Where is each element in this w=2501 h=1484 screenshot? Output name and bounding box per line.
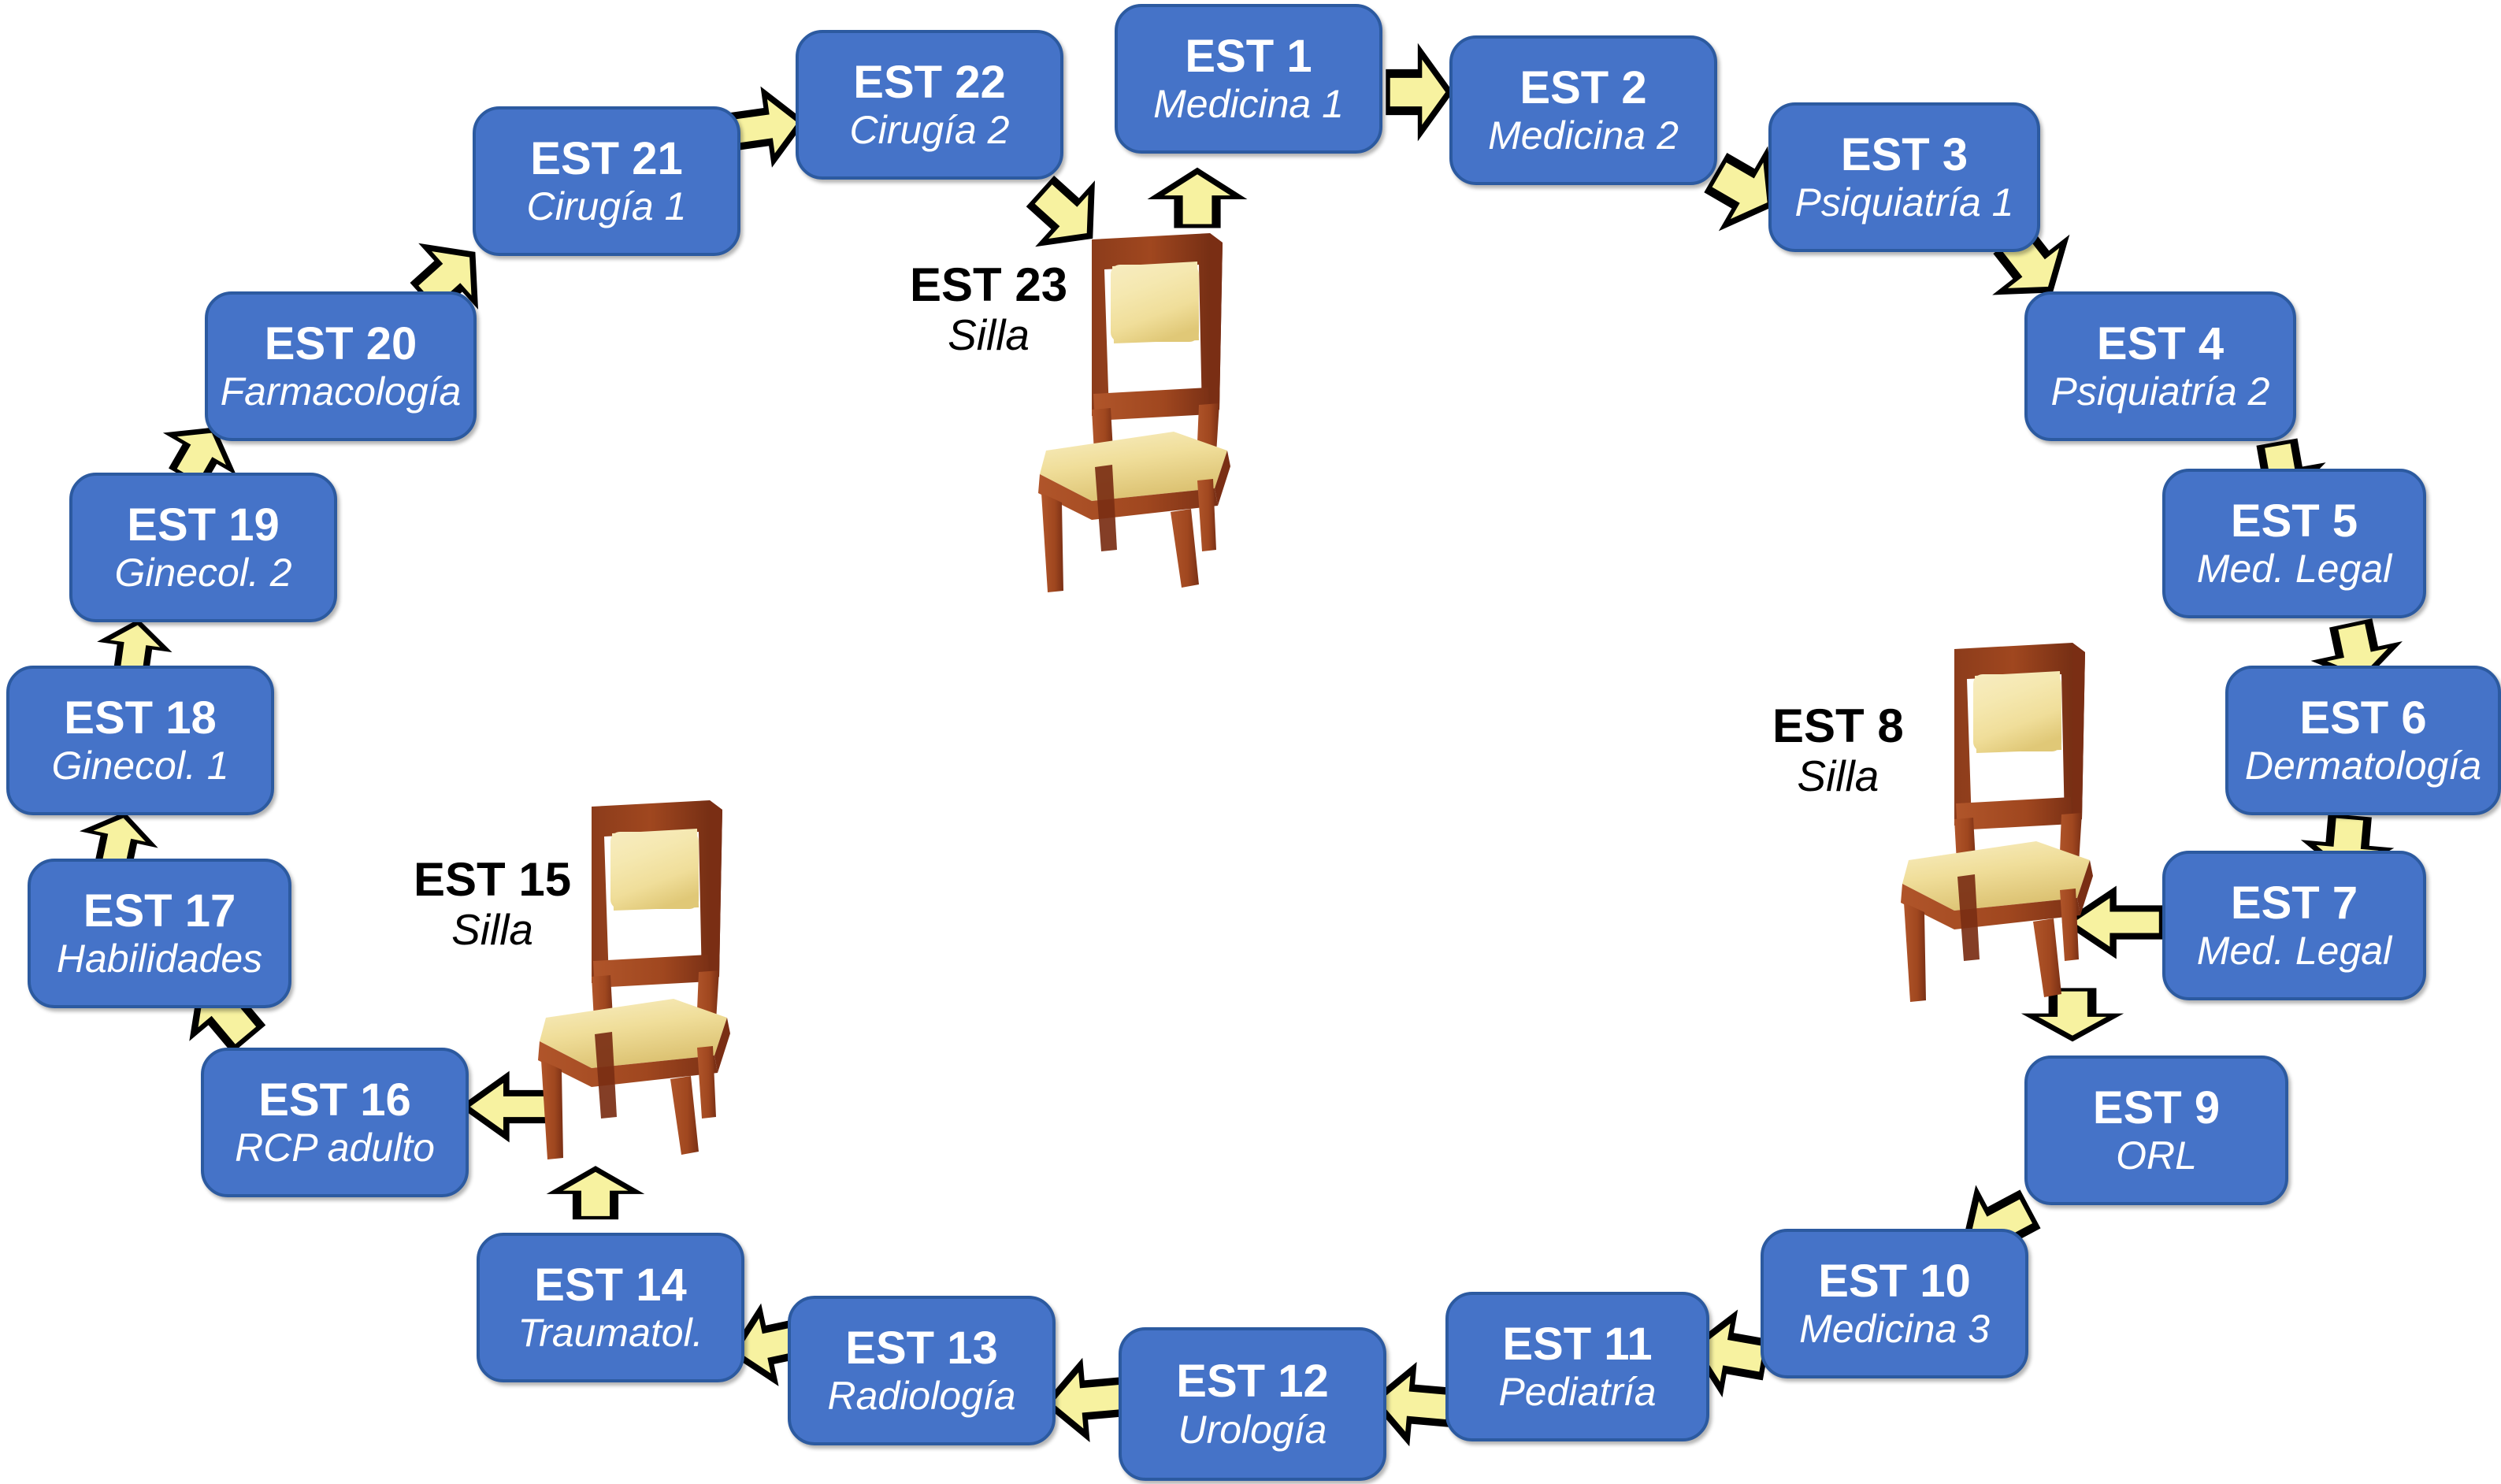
station-name: Dermatología <box>2244 744 2482 788</box>
station-name: RCP adulto <box>235 1126 435 1171</box>
station-name: Cirugía 2 <box>849 108 1010 153</box>
station-code: EST 23 <box>910 258 1068 311</box>
station-code: EST 9 <box>2092 1081 2221 1133</box>
station-code: EST 21 <box>530 132 683 184</box>
station-name: Farmacología <box>220 369 462 414</box>
station-code: EST 6 <box>2299 692 2427 744</box>
station-code: EST 12 <box>1176 1356 1329 1408</box>
station-code: EST 2 <box>1520 61 1647 113</box>
station-name: Ginecol. 2 <box>114 551 292 595</box>
station-name: Habilidades <box>56 937 263 981</box>
station-code: EST 19 <box>127 499 280 551</box>
station-name: Psiquiatría 1 <box>1794 180 2014 225</box>
arrow-est14-to-est15 <box>546 1166 645 1220</box>
station-code: EST 1 <box>1185 30 1312 82</box>
station-code: EST 16 <box>258 1074 411 1126</box>
arrow-est2-to-est3 <box>1696 136 1793 242</box>
arrow-est12-to-est13 <box>1043 1357 1127 1442</box>
station-name: Pediatría <box>1498 1370 1657 1415</box>
arrow-est7-to-est8 <box>2061 885 2166 959</box>
station-code: EST 14 <box>534 1259 687 1311</box>
station-code: EST 5 <box>2230 495 2358 547</box>
station-code: EST 17 <box>83 885 236 937</box>
arrow-est11-to-est12 <box>1370 1362 1454 1447</box>
station-code: EST 11 <box>1502 1318 1653 1370</box>
arrow-est23-to-est1 <box>1147 167 1248 228</box>
station-name: Psiquiatría 2 <box>2050 369 2270 414</box>
station-name: Ginecol. 1 <box>51 744 229 788</box>
arrow-est21-to-est22 <box>727 86 807 168</box>
station-code: EST 15 <box>414 853 572 906</box>
station-name: Med. Legal <box>2196 929 2392 974</box>
chair-icon-est-15 <box>516 796 760 1166</box>
station-name: Medicina 1 <box>1153 82 1344 127</box>
station-name: Silla <box>451 905 534 954</box>
arrow-est1-to-est2 <box>1386 43 1453 142</box>
station-name: Radiología <box>827 1374 1016 1419</box>
station-code: EST 7 <box>2230 877 2358 929</box>
station-code: EST 22 <box>853 56 1006 108</box>
station-code: EST 18 <box>64 692 217 744</box>
station-name: Cirugía 1 <box>526 184 687 229</box>
station-name: Traumatol. <box>518 1311 703 1356</box>
arrow-est22-to-est23 <box>1015 163 1116 265</box>
station-name: Medicina 2 <box>1488 113 1679 158</box>
station-name: Urología <box>1178 1407 1327 1452</box>
station-code: EST 8 <box>1772 699 1904 752</box>
chair-icon-est-8 <box>1879 638 2123 1008</box>
station-code: EST 20 <box>264 317 417 369</box>
station-name: Medicina 3 <box>1799 1307 1990 1352</box>
station-code: EST 3 <box>1840 128 1969 180</box>
station-code: EST 10 <box>1818 1255 1971 1307</box>
station-name: Silla <box>1797 751 1879 800</box>
station-name: Med. Legal <box>2196 547 2392 592</box>
station-code: EST 13 <box>845 1322 998 1374</box>
chair-icon-est-23 <box>1016 228 1260 599</box>
station-name: Silla <box>948 310 1030 359</box>
station-code: EST 4 <box>2096 317 2225 369</box>
station-name: ORL <box>2116 1133 2197 1178</box>
